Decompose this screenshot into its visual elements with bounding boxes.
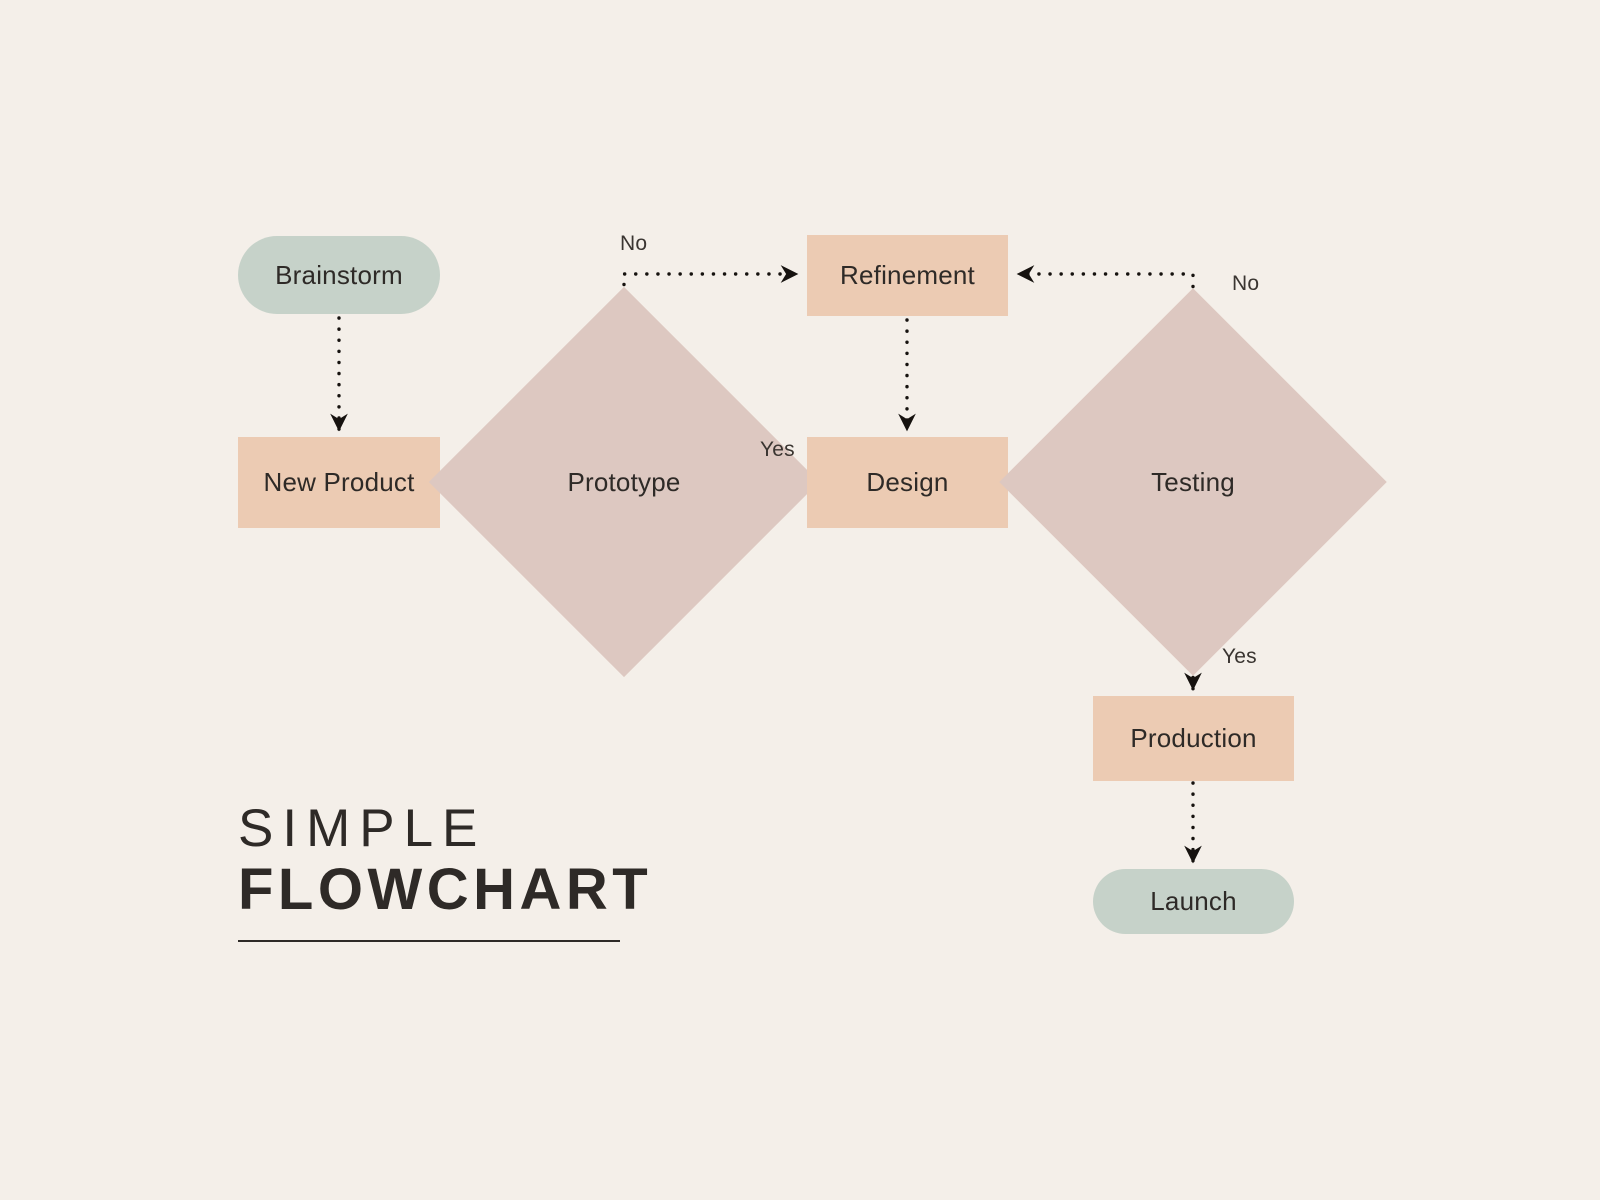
title-line-simple: SIMPLE bbox=[238, 799, 487, 858]
edge-label-testing-yes: Yes bbox=[1222, 645, 1257, 668]
edge-label-testing-no: No bbox=[1232, 272, 1260, 295]
node-production[interactable]: Production bbox=[1093, 696, 1294, 781]
title-underline-rule bbox=[238, 940, 620, 942]
node-refinement-label: Refinement bbox=[840, 260, 975, 291]
node-new-product[interactable]: New Product bbox=[238, 437, 440, 528]
node-prototype[interactable]: Prototype bbox=[428, 286, 820, 678]
title-block: SIMPLE FLOWCHART bbox=[238, 800, 758, 922]
node-testing[interactable]: Testing bbox=[998, 287, 1388, 677]
node-new-product-label: New Product bbox=[263, 467, 415, 498]
node-design[interactable]: Design bbox=[807, 437, 1008, 528]
node-brainstorm-label: Brainstorm bbox=[275, 259, 403, 290]
node-testing-label: Testing bbox=[1151, 466, 1235, 497]
node-prototype-label: Prototype bbox=[567, 466, 681, 497]
node-production-label: Production bbox=[1130, 723, 1257, 754]
node-design-label: Design bbox=[866, 467, 949, 498]
node-brainstorm[interactable]: Brainstorm bbox=[238, 236, 440, 314]
title-line-flowchart: FLOWCHART bbox=[238, 857, 653, 923]
node-launch[interactable]: Launch bbox=[1093, 869, 1294, 934]
edge-label-prototype-no: No bbox=[620, 232, 648, 255]
node-refinement[interactable]: Refinement bbox=[807, 235, 1008, 316]
edge-label-prototype-yes: Yes bbox=[760, 438, 795, 461]
node-launch-label: Launch bbox=[1150, 886, 1237, 917]
